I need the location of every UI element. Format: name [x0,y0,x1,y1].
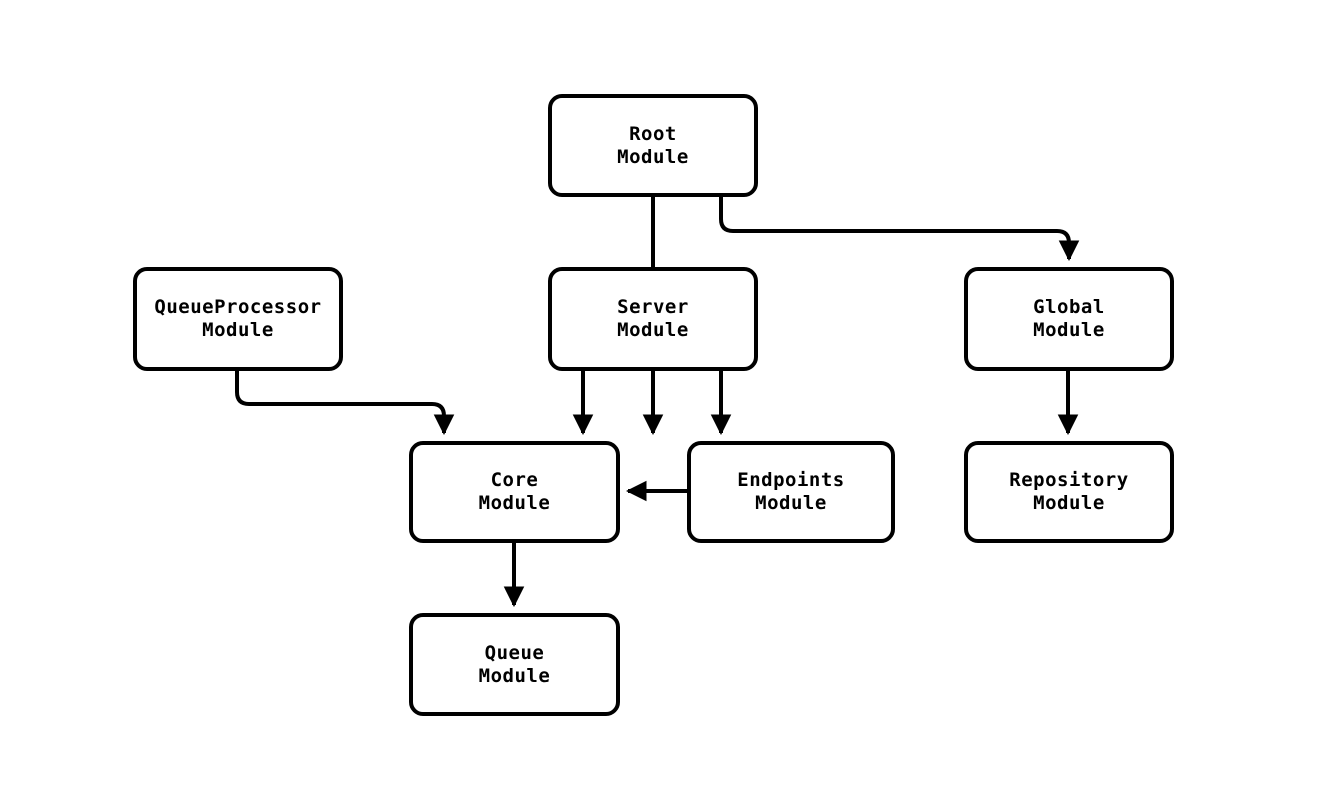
node-root-module-label: Root Module [617,122,689,168]
node-queueprocessor-module-label: QueueProcessor Module [154,296,322,341]
node-repository-module[interactable]: Repository Module [964,441,1174,543]
node-queueprocessor-module[interactable]: QueueProcessor Module [133,267,343,371]
node-global-module-label: Global Module [1033,296,1105,341]
node-queue-module[interactable]: Queue Module [409,613,620,716]
node-root-module[interactable]: Root Module [548,94,758,197]
node-core-module[interactable]: Core Module [409,441,620,543]
node-queue-module-label: Queue Module [478,641,551,687]
node-server-module-label: Server Module [617,296,689,341]
node-endpoints-module[interactable]: Endpoints Module [687,441,895,543]
node-server-module[interactable]: Server Module [548,267,758,371]
node-core-module-label: Core Module [478,469,551,514]
node-endpoints-module-label: Endpoints Module [737,469,845,514]
node-repository-module-label: Repository Module [1009,469,1129,514]
node-global-module[interactable]: Global Module [964,267,1174,371]
edge-queueprocessor-to-core [235,371,455,436]
edge-root-to-global [719,197,1080,262]
